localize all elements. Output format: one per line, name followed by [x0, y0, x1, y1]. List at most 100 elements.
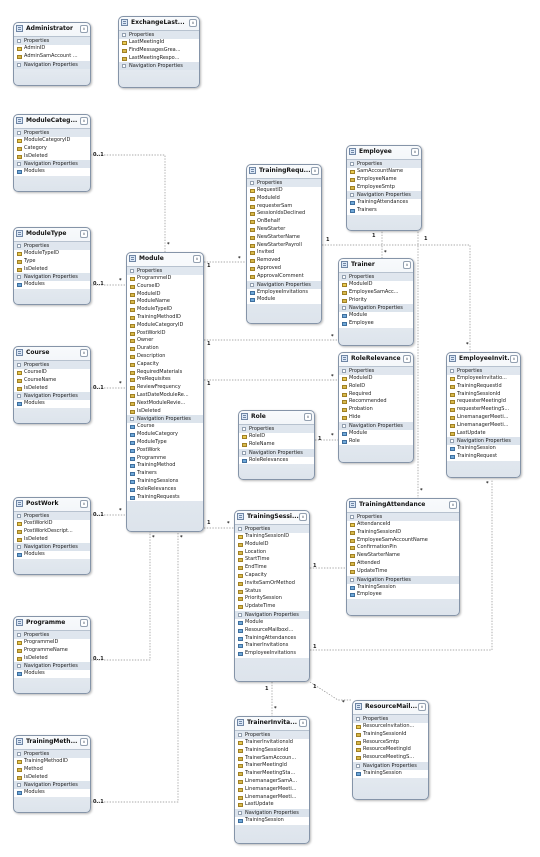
navigation-section-header[interactable]: Navigation Properties	[14, 543, 90, 552]
entity-header[interactable]: Course∧	[14, 347, 90, 361]
property-item[interactable]: OnBehalf	[247, 218, 321, 226]
property-item[interactable]: LastUpdate	[447, 429, 520, 438]
navigation-section-header[interactable]: Navigation Properties	[235, 610, 309, 619]
navigation-section-header[interactable]: Navigation Properties	[14, 60, 90, 69]
collapse-icon[interactable]: ∧	[80, 619, 88, 627]
property-item[interactable]: PreRequisites	[127, 376, 203, 385]
navigation-item[interactable]: ModuleType	[127, 438, 203, 447]
property-item[interactable]: RoleID	[339, 382, 413, 391]
property-item[interactable]: LastMeetingRespo...	[119, 54, 199, 63]
property-item[interactable]: ProgrammeID	[14, 639, 90, 647]
property-item[interactable]: ModuleID	[235, 540, 309, 549]
properties-section-header[interactable]: Properties	[339, 367, 413, 375]
property-item[interactable]: ConfirmationPin	[347, 544, 459, 553]
entity-header[interactable]: EmployeeInvit...∧	[447, 353, 520, 367]
navigation-section-header[interactable]: Navigation Properties	[347, 191, 421, 200]
properties-section-header[interactable]: Properties	[339, 273, 413, 281]
entity-header[interactable]: ModuleCateg...∧	[14, 115, 90, 129]
navigation-item[interactable]: TrainingRequests	[127, 493, 203, 502]
property-item[interactable]: Owner	[127, 337, 203, 346]
properties-section-header[interactable]: Properties	[14, 361, 90, 369]
property-item[interactable]: TrainingSessionId	[235, 746, 309, 755]
navigation-item[interactable]: Programme	[127, 454, 203, 463]
navigation-item[interactable]: TrainingSession	[235, 817, 309, 825]
navigation-item[interactable]: Module	[339, 312, 413, 321]
property-item[interactable]: ModuleID	[339, 375, 413, 383]
navigation-item[interactable]: ModuleCategory	[127, 431, 203, 439]
navigation-section-header[interactable]: Navigation Properties	[353, 761, 428, 770]
property-item[interactable]: EndTime	[235, 564, 309, 572]
navigation-item[interactable]: Module	[247, 296, 321, 305]
navigation-section-header[interactable]: Navigation Properties	[127, 415, 203, 424]
properties-section-header[interactable]: Properties	[347, 513, 459, 521]
navigation-item[interactable]: TrainingSession	[447, 445, 520, 454]
property-item[interactable]: Capacity	[235, 571, 309, 580]
navigation-section-header[interactable]: Navigation Properties	[119, 62, 199, 71]
property-item[interactable]: requesterMeetingS...	[447, 406, 520, 414]
properties-section-header[interactable]: Properties	[14, 512, 90, 520]
collapse-icon[interactable]: ∧	[193, 255, 201, 263]
navigation-item[interactable]: TrainingMethod	[127, 462, 203, 471]
entity-header[interactable]: Module∧	[127, 253, 203, 267]
navigation-section-header[interactable]: Navigation Properties	[14, 781, 90, 790]
navigation-item[interactable]: RoleRelevances	[239, 456, 314, 465]
property-item[interactable]: PostWorkID	[14, 520, 90, 528]
navigation-item[interactable]: Employee	[347, 591, 459, 600]
property-item[interactable]: FindMessagesGrea...	[119, 46, 199, 55]
collapse-icon[interactable]: ∧	[299, 719, 307, 727]
entity-header[interactable]: Administrator∧	[14, 23, 90, 37]
navigation-item[interactable]: Modules	[14, 281, 90, 290]
navigation-item[interactable]: ResourceMailboxI...	[235, 626, 309, 635]
property-item[interactable]: Invited	[247, 249, 321, 258]
properties-section-header[interactable]: Properties	[247, 179, 321, 187]
entity-header[interactable]: Trainer∧	[339, 259, 413, 273]
collapse-icon[interactable]: ∧	[80, 738, 88, 746]
navigation-item[interactable]: TrainingSession	[347, 583, 459, 592]
entity-header[interactable]: RoleRelevance∧	[339, 353, 413, 367]
property-item[interactable]: IsDeleted	[14, 152, 90, 161]
collapse-icon[interactable]: ∧	[80, 25, 88, 33]
entity-header[interactable]: TrainingAttendance∧	[347, 499, 459, 513]
entity-header[interactable]: TrainingMeth...∧	[14, 736, 90, 750]
entity-header[interactable]: TrainingRequ...∧	[247, 165, 321, 179]
property-item[interactable]: requesterMeetingId	[447, 398, 520, 407]
property-item[interactable]: RoleName	[239, 440, 314, 449]
navigation-section-header[interactable]: Navigation Properties	[339, 421, 413, 430]
property-item[interactable]: EmployeeSmtp	[347, 183, 421, 192]
entity-header[interactable]: TrainerInvita...∧	[235, 717, 309, 731]
navigation-item[interactable]: Trainers	[347, 207, 421, 215]
property-item[interactable]: CourseID	[127, 282, 203, 291]
navigation-section-header[interactable]: Navigation Properties	[14, 160, 90, 169]
property-item[interactable]: ModuleName	[127, 298, 203, 307]
property-item[interactable]: TrainerMeetingId	[235, 762, 309, 771]
properties-section-header[interactable]: Properties	[14, 129, 90, 137]
properties-section-header[interactable]: Properties	[14, 242, 90, 250]
navigation-item[interactable]: Modules	[14, 168, 90, 177]
navigation-section-header[interactable]: Navigation Properties	[235, 809, 309, 818]
entity-header[interactable]: ResourceMail...∧	[353, 701, 428, 715]
navigation-section-header[interactable]: Navigation Properties	[14, 392, 90, 401]
property-item[interactable]: LastDateModuleRe...	[127, 391, 203, 400]
navigation-item[interactable]: TrainerInvitations	[235, 642, 309, 651]
entity-header[interactable]: ExchangeLast...∧	[119, 17, 199, 31]
property-item[interactable]: TrainingSessionId	[353, 730, 428, 739]
property-item[interactable]: NewStarterName	[247, 233, 321, 242]
collapse-icon[interactable]: ∧	[411, 148, 419, 156]
property-item[interactable]: LinemanagerMeeti...	[447, 413, 520, 422]
properties-section-header[interactable]: Properties	[14, 750, 90, 758]
entity-header[interactable]: PostWork∧	[14, 498, 90, 512]
property-item[interactable]: IsDeleted	[14, 654, 90, 663]
navigation-item[interactable]: Module	[235, 618, 309, 627]
property-item[interactable]: TrainingMethodID	[14, 758, 90, 766]
property-item[interactable]: NewStarterName	[347, 552, 459, 560]
collapse-icon[interactable]: ∧	[80, 230, 88, 238]
property-item[interactable]: IsDeleted	[127, 407, 203, 416]
